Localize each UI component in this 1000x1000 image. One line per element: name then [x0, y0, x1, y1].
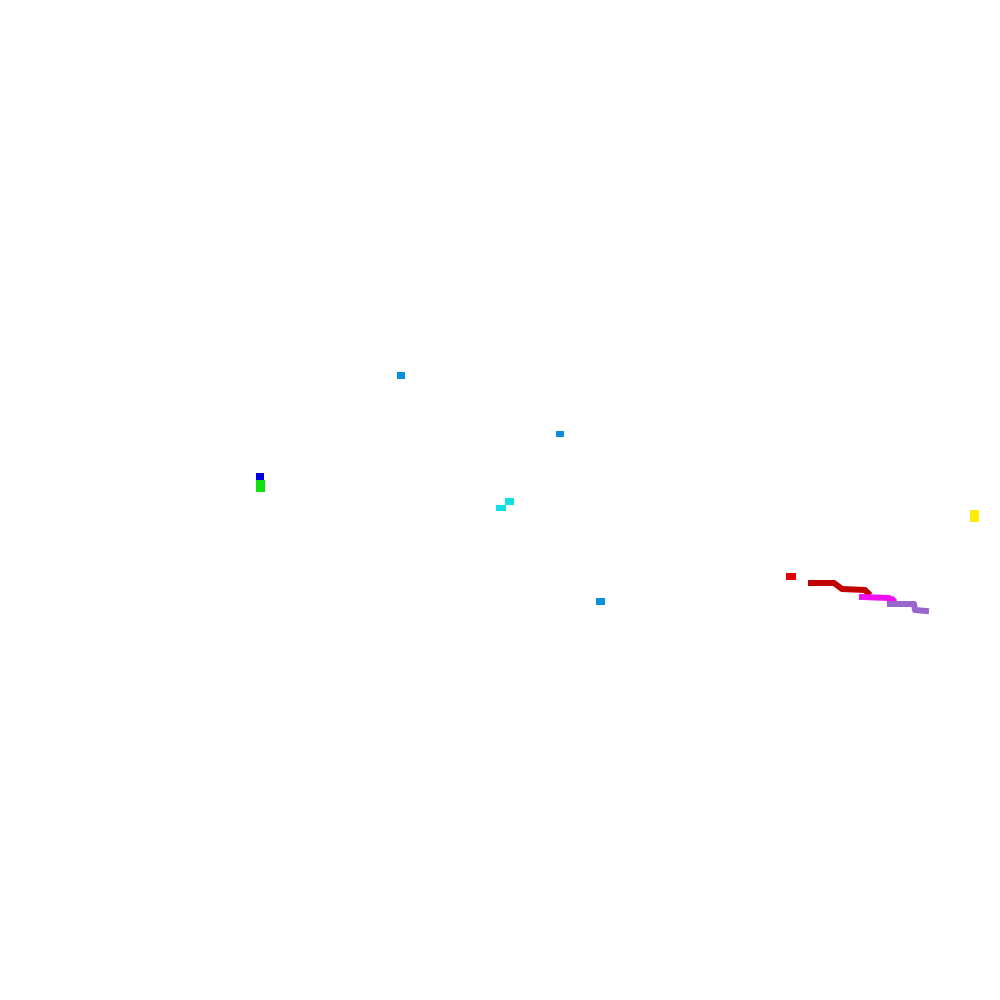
mark-stroke-9	[808, 580, 873, 598]
mark-dot-1	[556, 431, 564, 437]
mark-dot-4	[256, 480, 265, 492]
mark-dot-2	[596, 598, 605, 605]
mark-dot-0	[397, 372, 405, 379]
mark-dot-5	[505, 498, 514, 505]
mark-stroke-11	[887, 601, 930, 615]
mark-dot-8	[786, 573, 796, 580]
mark-dot-6	[496, 505, 506, 511]
mark-dot-3	[256, 473, 264, 480]
mark-dot-7	[970, 510, 979, 522]
